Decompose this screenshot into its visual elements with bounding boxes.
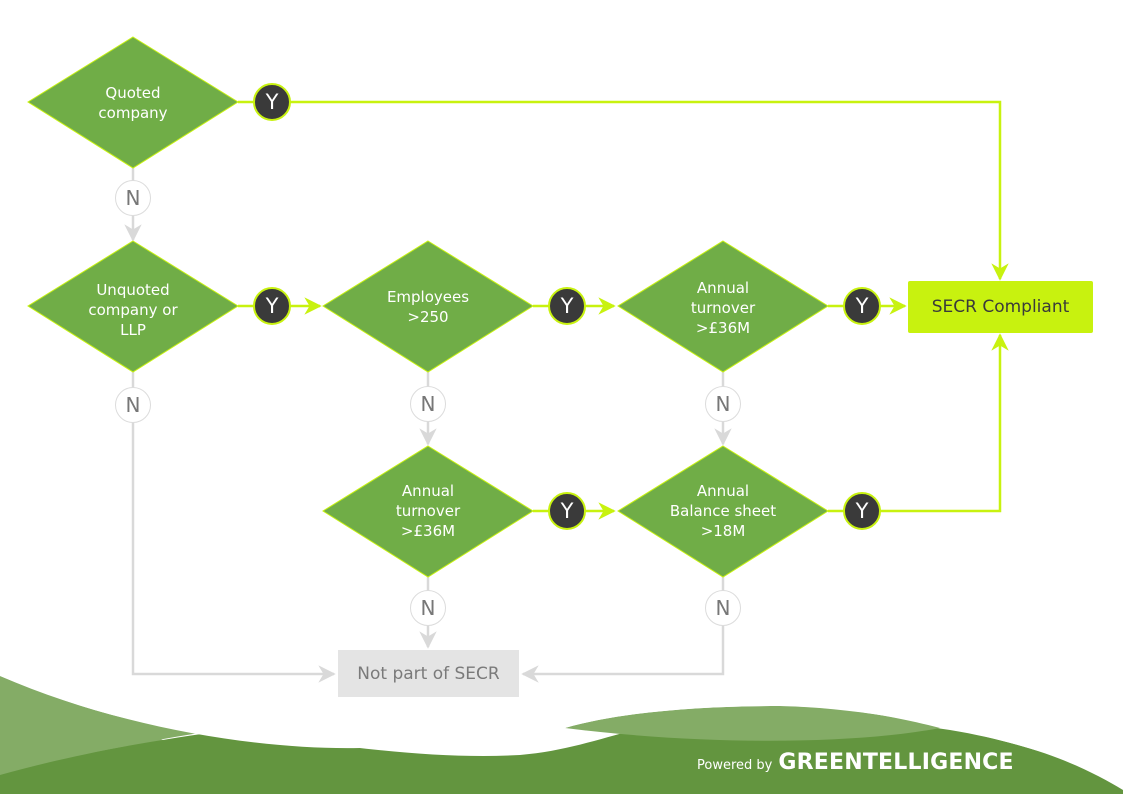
brand-logo-text: GREENTELLIGENCE (778, 750, 1014, 775)
yes-badge: Y (548, 287, 586, 325)
decision-unquoted-company (27, 240, 239, 373)
yes-badge: Y (253, 83, 291, 121)
outcome-secr-compliant: SECR Compliant (908, 281, 1093, 333)
no-badge: N (705, 386, 741, 422)
no-badge: N (410, 590, 446, 626)
outcome-not-part-of-secr: Not part of SECR (338, 650, 519, 697)
connector-balance-no (521, 577, 725, 683)
decision-turnover-top (617, 240, 829, 373)
no-badge: N (410, 386, 446, 422)
no-badge: N (115, 387, 151, 423)
footer-branding: Powered by GREENTELLIGENCE (697, 750, 1014, 775)
wave-light-right (565, 706, 940, 741)
decision-turnover-bottom (322, 445, 534, 578)
no-badge: N (705, 590, 741, 626)
connector-balance-yes (828, 333, 1009, 513)
powered-by-text: Powered by (697, 758, 773, 773)
yes-badge: Y (548, 492, 586, 530)
no-badge: N (115, 180, 151, 216)
decision-employees (322, 240, 534, 373)
connector-unquoted-no (131, 372, 336, 683)
wave-white-cut (0, 660, 1123, 778)
wave-light-left-overlay (0, 676, 230, 775)
decision-quoted-company (27, 36, 239, 169)
yes-badge: Y (843, 287, 881, 325)
decision-balance-sheet (617, 445, 829, 578)
connector-quoted-yes (238, 100, 1009, 281)
yes-badge: Y (843, 492, 881, 530)
yes-badge: Y (253, 287, 291, 325)
